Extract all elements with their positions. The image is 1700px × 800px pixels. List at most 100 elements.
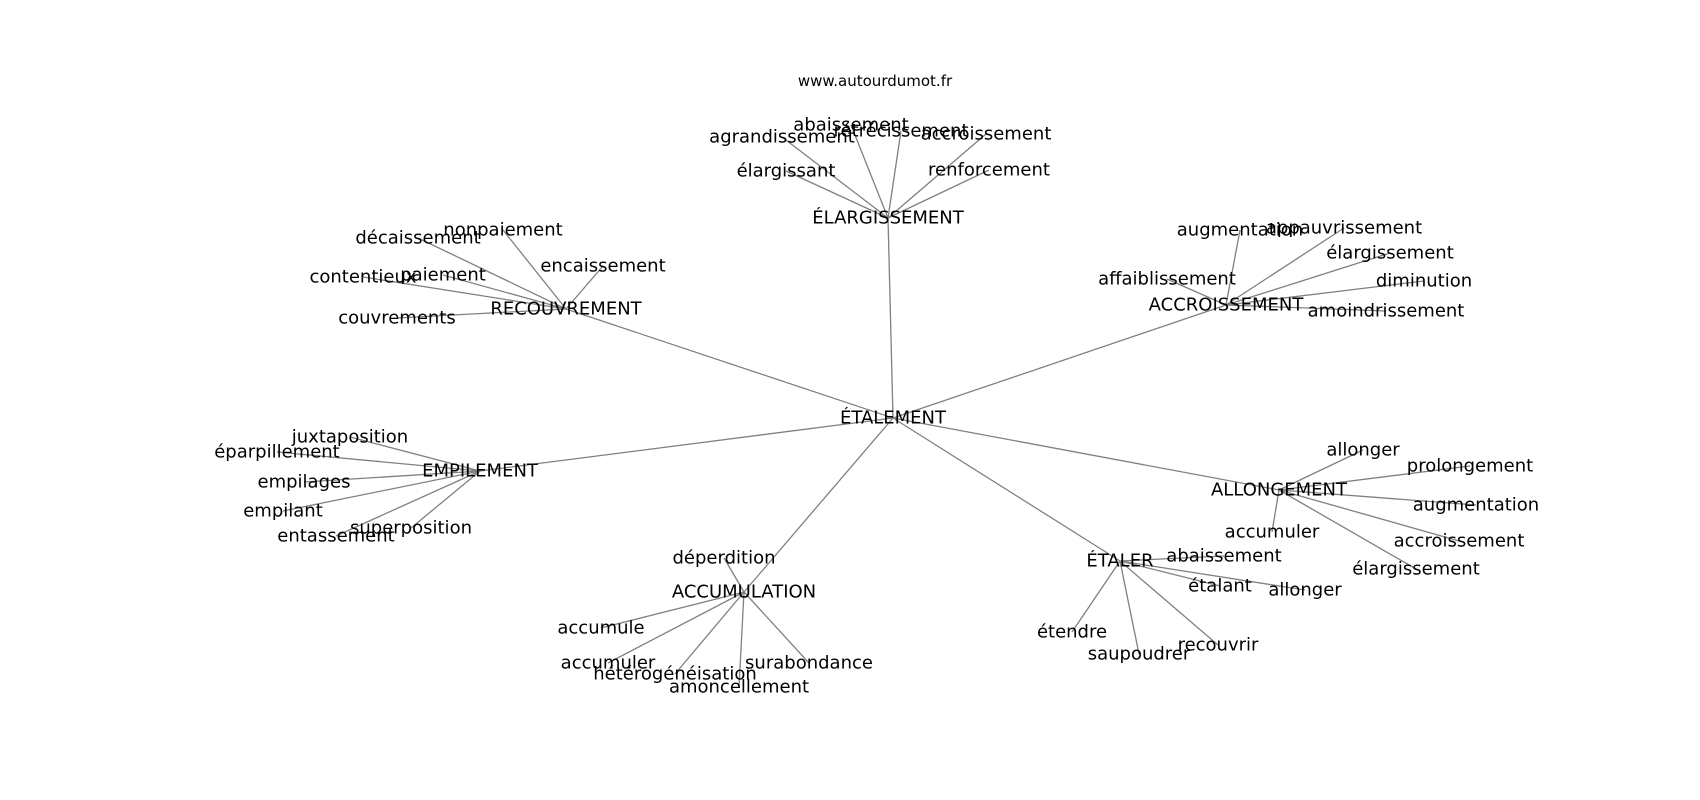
labels-layer: agrandissementabaissementrétrécissementa… — [214, 115, 1539, 698]
edge-line — [335, 470, 481, 537]
edge-line — [892, 417, 1280, 491]
leaf-word-node[interactable]: hétérogénéisation — [593, 664, 757, 685]
leaf-word-node[interactable]: allonger — [1326, 440, 1400, 461]
leaf-word-node[interactable]: nonpaiement — [443, 220, 562, 241]
leaf-word-node[interactable]: entassement — [277, 526, 394, 547]
leaf-word-node[interactable]: contentieux — [309, 267, 416, 288]
edge-line — [738, 591, 745, 688]
edge-line — [1278, 489, 1417, 570]
leaf-word-node[interactable]: élargissement — [1352, 559, 1480, 580]
edge-line — [565, 308, 894, 419]
hub-word-node[interactable]: RECOUVREMENT — [490, 299, 642, 320]
hub-word-node[interactable]: ÉTALER — [1086, 550, 1153, 572]
leaf-word-node[interactable]: étalant — [1188, 576, 1252, 597]
leaf-word-node[interactable]: renforcement — [928, 160, 1050, 181]
leaf-word-node[interactable]: accumuler — [561, 653, 656, 674]
edge-line — [396, 308, 567, 319]
edge-line — [892, 417, 1121, 562]
leaf-word-node[interactable]: rétrécissement — [833, 121, 968, 142]
leaf-word-node[interactable]: augmentation — [1413, 495, 1539, 516]
leaf-word-node[interactable]: décaissement — [355, 228, 480, 249]
leaf-word-node[interactable]: allonger — [1268, 580, 1342, 601]
leaf-word-node[interactable]: empilages — [258, 472, 351, 493]
edge-line — [410, 470, 481, 529]
edge-line — [282, 470, 481, 512]
leaf-word-node[interactable]: accroissement — [1394, 531, 1525, 552]
edge-line — [1278, 465, 1471, 491]
leaf-word-node[interactable]: prolongement — [1407, 456, 1533, 477]
edge-line — [785, 170, 889, 219]
leaf-word-node[interactable]: encaissement — [540, 256, 665, 277]
leaf-word-node[interactable]: saupoudrer — [1088, 644, 1191, 665]
edge-line — [887, 217, 894, 419]
edge-line — [479, 417, 894, 472]
edge-line — [1071, 560, 1121, 633]
leaf-word-node[interactable]: empilant — [243, 501, 323, 522]
leaf-word-node[interactable]: amoncellement — [669, 677, 809, 698]
edge-line — [887, 169, 990, 219]
leaf-word-node[interactable]: accumule — [557, 618, 644, 639]
edge-line — [1225, 227, 1345, 306]
edge-line — [1119, 560, 1219, 646]
leaf-word-node[interactable]: étendre — [1037, 622, 1107, 643]
edge-line — [892, 304, 1227, 419]
leaf-word-node[interactable]: déperdition — [673, 548, 776, 569]
edge-line — [1119, 555, 1225, 562]
edge-line — [417, 237, 567, 310]
hub-word-node[interactable]: ACCUMULATION — [672, 582, 816, 603]
leaf-word-node[interactable]: juxtaposition — [291, 427, 408, 448]
edge-line — [349, 436, 481, 472]
edge-line — [1225, 280, 1425, 306]
edge-line — [1225, 229, 1241, 306]
leaf-word-node[interactable]: amoindrissement — [1308, 301, 1465, 322]
leaf-word-node[interactable]: élargissant — [737, 161, 836, 182]
edge-line — [743, 591, 810, 664]
edge-line — [1166, 278, 1227, 306]
edge-line — [723, 557, 745, 593]
edge-line — [276, 451, 481, 472]
edge-line — [442, 274, 567, 310]
leaf-word-node[interactable]: élargissement — [1326, 243, 1454, 264]
edge-line — [565, 265, 604, 310]
edge-line — [1271, 489, 1280, 533]
hub-word-node[interactable]: ÉLARGISSEMENT — [812, 207, 964, 229]
edge-line — [502, 229, 567, 310]
hub-word-node[interactable]: EMPILEMENT — [422, 461, 539, 482]
edge-line — [850, 124, 889, 219]
edge-line — [887, 133, 987, 219]
leaf-word-node[interactable]: diminution — [1376, 271, 1472, 292]
edge-line — [1278, 449, 1364, 491]
leaf-word-node[interactable]: appauvrissement — [1266, 218, 1422, 239]
edge-line — [1119, 560, 1221, 587]
edge-line — [1278, 489, 1460, 542]
edge-line — [781, 136, 889, 219]
edge-line — [1119, 560, 1140, 655]
edge-line — [887, 130, 902, 219]
leaf-word-node[interactable]: recouvrir — [1178, 635, 1259, 656]
hub-word-node[interactable]: ALLONGEMENT — [1211, 480, 1348, 501]
leaf-word-node[interactable]: paiement — [400, 265, 486, 286]
center-word-node[interactable]: ÉTALEMENT — [840, 407, 947, 429]
leaf-word-node[interactable]: agrandissement — [709, 127, 855, 148]
edges-layer — [276, 124, 1477, 688]
edge-line — [1278, 489, 1477, 506]
edge-line — [607, 591, 745, 664]
leaf-word-node[interactable]: couvrements — [338, 308, 456, 329]
leaf-word-node[interactable]: surabondance — [745, 653, 873, 674]
edge-line — [362, 276, 567, 310]
edge-line — [743, 417, 894, 593]
source-credit: www.autourdumot.fr — [797, 72, 953, 90]
edge-line — [674, 591, 745, 675]
edge-line — [1225, 304, 1387, 312]
leaf-word-node[interactable]: éparpillement — [214, 442, 340, 463]
leaf-word-node[interactable]: affaiblissement — [1098, 269, 1236, 290]
leaf-word-node[interactable]: augmentation — [1177, 220, 1303, 241]
leaf-word-node[interactable]: accroissement — [921, 124, 1052, 145]
leaf-word-node[interactable]: accumuler — [1225, 522, 1320, 543]
leaf-word-node[interactable]: superposition — [350, 518, 472, 539]
leaf-word-node[interactable]: abaissement — [1166, 546, 1281, 567]
edge-line — [1119, 560, 1306, 591]
hub-word-node[interactable]: ACCROISSEMENT — [1149, 295, 1305, 316]
leaf-word-node[interactable]: abaissement — [793, 115, 908, 136]
